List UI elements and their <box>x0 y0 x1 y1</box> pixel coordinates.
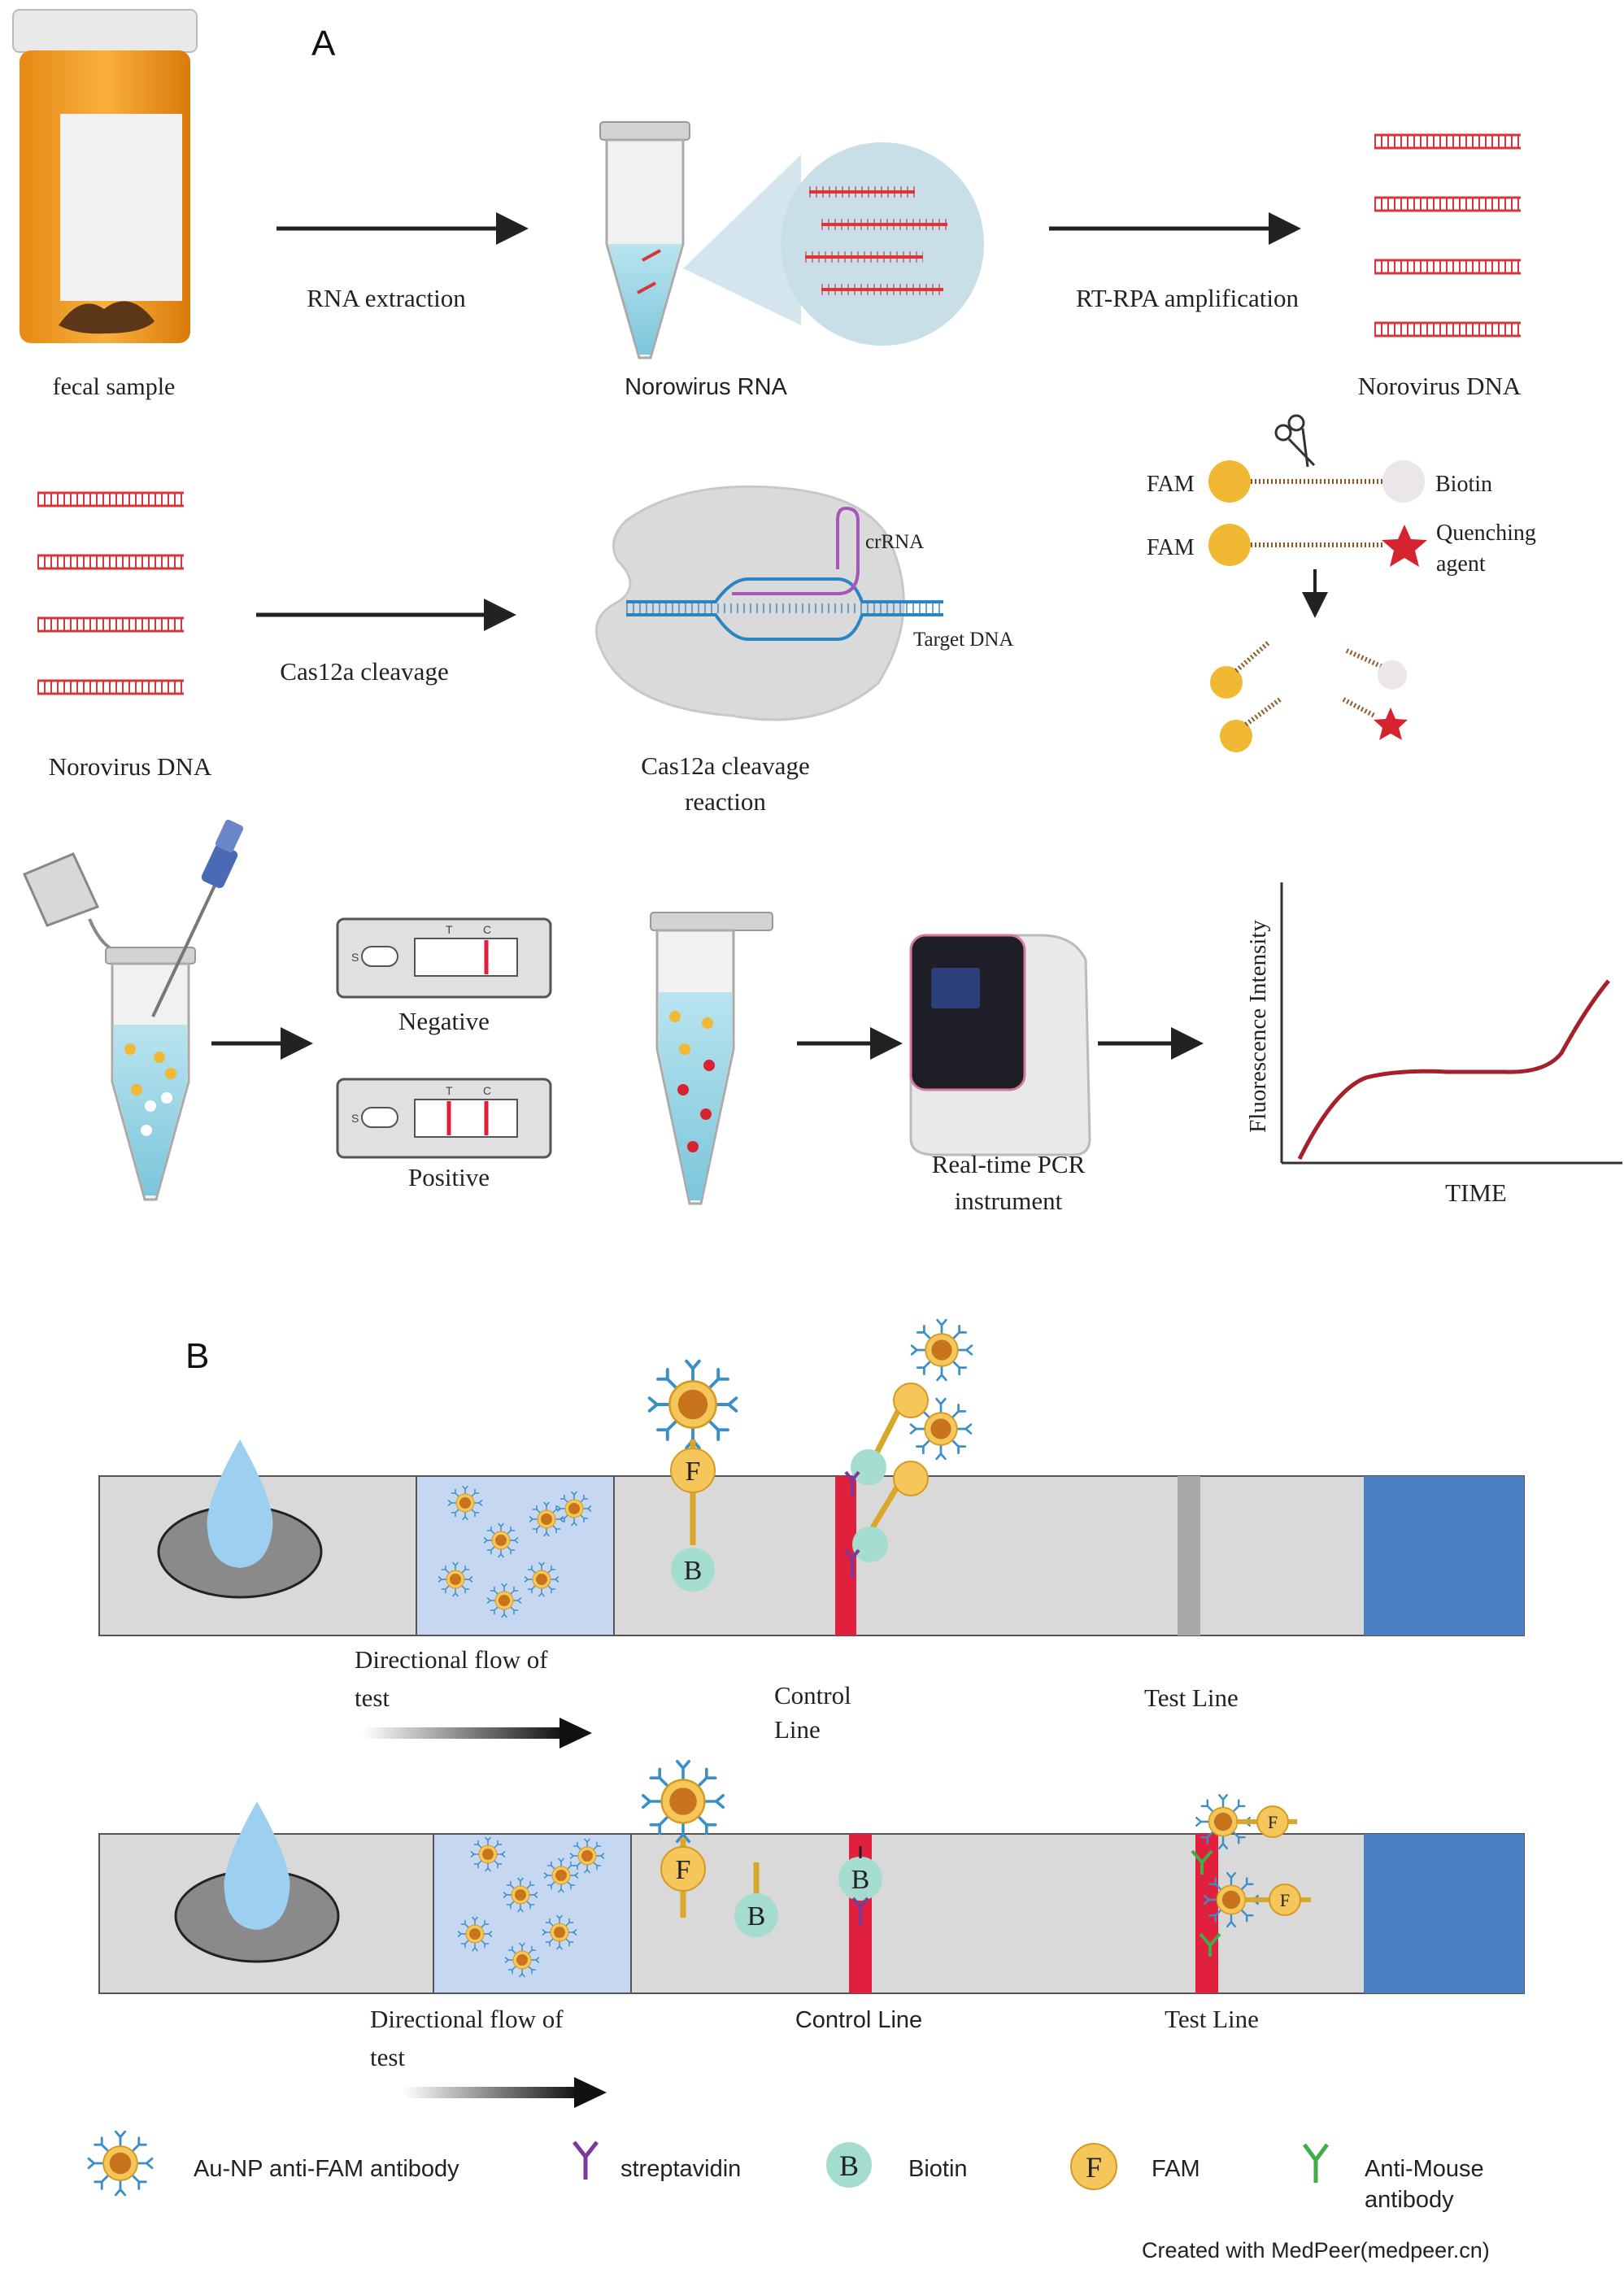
positive-strip <box>336 1078 552 1159</box>
flow-arrowhead-1 <box>559 1718 592 1749</box>
legend-anti-mouse-label-2: antibody <box>1365 2187 1454 2213</box>
rna-strands <box>805 186 947 295</box>
legend-fam-label: FAM <box>1152 2156 1200 2182</box>
fecal-sample-bottle <box>12 9 198 343</box>
flow-label-2b: test <box>370 2043 405 2071</box>
quenching-label-2: agent <box>1436 551 1486 577</box>
rna-zoom-circle <box>781 142 984 346</box>
fluorescence-curve <box>1297 979 1610 1161</box>
positive-strip-c: C <box>483 1084 491 1097</box>
positive-label: Positive <box>408 1163 490 1191</box>
negative-strip-t: T <box>446 923 453 936</box>
biotin-letter-strip2: B <box>747 1901 766 1931</box>
lateral-flow-strip-1 <box>98 1439 1525 1636</box>
biotin-letter-control2: B <box>851 1865 870 1895</box>
norovirus-dna-label-row2: Norovirus DNA <box>49 752 212 781</box>
x-axis-label: TIME <box>1445 1178 1507 1207</box>
cas12a-reaction-label-1: Cas12a cleavage <box>641 751 809 780</box>
negative-strip-s: S <box>351 951 359 964</box>
control-line-complex-1 <box>844 1318 973 1578</box>
legend-fam-symbol <box>1070 2143 1117 2190</box>
fam-letter-test2a: F <box>1268 1812 1278 1832</box>
legend-streptavidin-label: streptavidin <box>620 2156 741 2182</box>
rna-tube <box>599 121 690 359</box>
cleaved-fragments <box>1210 640 1408 752</box>
positive-strip-t: T <box>446 1084 453 1097</box>
positive-strip-s: S <box>351 1112 359 1125</box>
pcr-label-1: Real-time PCR <box>932 1150 1086 1178</box>
fam-letter-strip2: F <box>676 1855 691 1885</box>
negative-strip-c: C <box>483 923 491 936</box>
control-line-label-2: Control Line <box>795 2007 922 2033</box>
legend-anti-mouse-symbol <box>1302 2143 1330 2183</box>
legend-aunp-symbol <box>87 2130 154 2197</box>
y-axis-label: Fluorescence Intensity <box>1245 920 1271 1133</box>
negative-label: Negative <box>398 1007 490 1035</box>
flow-arrowhead-2 <box>574 2077 607 2108</box>
control-line-capture-2 <box>838 1846 882 1926</box>
flow-label-2a: Directional flow of <box>370 2005 564 2033</box>
legend-biotin-letter: B <box>839 2149 859 2182</box>
test-line-label-1: Test Line <box>1144 1683 1239 1712</box>
rt-rpa-label: RT-RPA amplification <box>1076 284 1300 312</box>
flow-arrow-1 <box>363 1727 563 1739</box>
dna-strands-row1 <box>1374 133 1521 338</box>
fam-label-1: FAM <box>1147 472 1195 497</box>
panel-b-label: B <box>185 1336 209 1376</box>
zoom-cone <box>683 155 801 325</box>
legend-biotin-symbol <box>826 2142 872 2188</box>
fam-letter-strip1: F <box>686 1457 701 1487</box>
free-conjugate-2 <box>641 1760 778 1937</box>
test-line-label-2: Test Line <box>1165 2005 1259 2033</box>
legend-streptavidin-symbol <box>573 2141 599 2180</box>
cas12a-reaction-label-2: reaction <box>685 787 766 816</box>
pcr-label-2: instrument <box>955 1187 1063 1215</box>
fluorescence-chart <box>1280 882 1622 1165</box>
rna-extraction-label: RNA extraction <box>307 284 466 312</box>
legend <box>87 2130 1330 2197</box>
target-dna-label: Target DNA <box>913 629 1013 651</box>
legend-aunp-label: Au-NP anti-FAM antibody <box>194 2156 459 2182</box>
credit-text: Created with MedPeer(medpeer.cn) <box>1142 2238 1490 2262</box>
quenching-label-1: Quenching <box>1436 520 1536 546</box>
cas12a-cleavage-label: Cas12a cleavage <box>280 657 448 686</box>
negative-strip <box>336 917 552 999</box>
panel-a-label: A <box>311 24 336 63</box>
flow-label-1a: Directional flow of <box>355 1645 548 1674</box>
reporter-probes <box>1208 460 1427 567</box>
reaction-tube <box>650 912 773 1205</box>
fecal-sample-label: fecal sample <box>53 373 176 400</box>
dna-strands-row2 <box>37 491 184 695</box>
scissors-icon <box>1274 414 1316 468</box>
control-label-1a: Control <box>774 1681 851 1709</box>
control-label-1b: Line <box>774 1715 821 1744</box>
sample-tube-pipette <box>23 819 244 1201</box>
fam-letter-test2b: F <box>1280 1890 1290 1910</box>
biotin-letter-strip1: B <box>684 1556 703 1586</box>
pcr-instrument <box>909 934 1091 1156</box>
test-line-capture-2 <box>1191 1793 1311 1957</box>
legend-anti-mouse-label-1: Anti-Mouse <box>1365 2156 1484 2182</box>
legend-biotin-label: Biotin <box>908 2156 968 2182</box>
crrna-label: crRNA <box>865 531 924 553</box>
norovirus-dna-label-row1: Norovirus DNA <box>1358 372 1522 400</box>
free-conjugate-1 <box>647 1359 738 1592</box>
legend-fam-letter: F <box>1086 2151 1102 2184</box>
biotin-probe-label: Biotin <box>1435 472 1492 497</box>
fam-label-2: FAM <box>1147 535 1195 560</box>
cas12a-complex <box>594 485 943 721</box>
norowirus-rna-label: Norowirus RNA <box>625 374 787 400</box>
flow-arrow-2 <box>403 2087 577 2098</box>
flow-label-1b: test <box>355 1683 390 1712</box>
